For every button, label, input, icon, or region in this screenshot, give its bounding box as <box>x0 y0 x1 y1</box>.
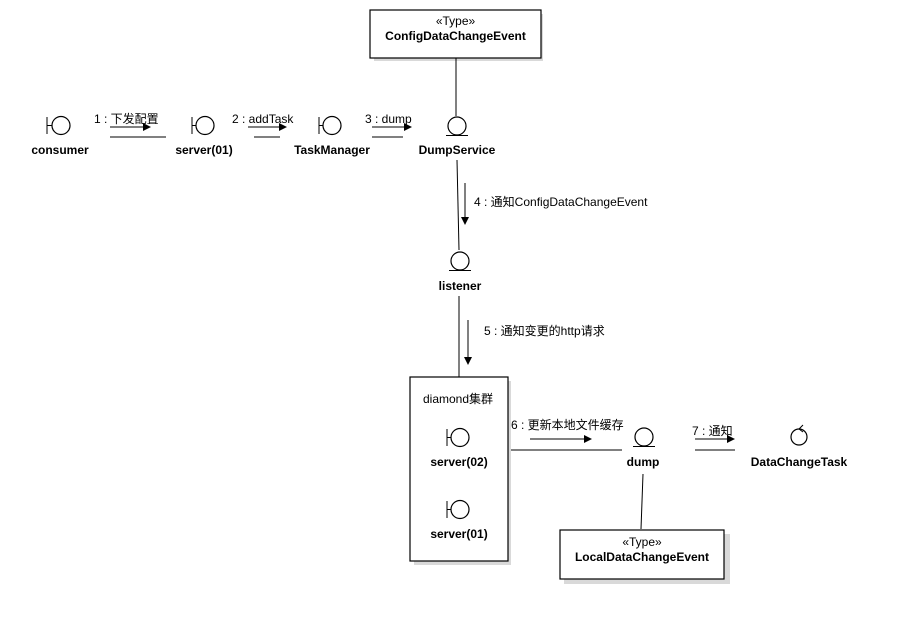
link-line <box>456 159 460 251</box>
message-6[interactable]: 6 : 更新本地文件缓存 <box>511 417 624 451</box>
taskmanager-node[interactable]: TaskManager <box>294 115 370 158</box>
consumer-label: consumer <box>31 143 89 157</box>
consumer-node[interactable]: consumer <box>31 115 89 158</box>
type-box-stereotype: «Type» <box>622 535 662 549</box>
server01-top-node[interactable]: server(01) <box>175 115 233 158</box>
message-5[interactable]: 5 : 通知变更的http请求 <box>464 320 605 365</box>
boundary-icon <box>46 115 71 136</box>
message-3[interactable]: 3 : dump <box>365 112 412 138</box>
message-2[interactable]: 2 : addTask <box>232 112 294 138</box>
type-box-stereotype: «Type» <box>436 14 476 28</box>
entity-icon <box>446 116 468 136</box>
dump-node[interactable]: dump <box>627 427 660 469</box>
message-6-label: 6 : 更新本地文件缓存 <box>511 417 624 432</box>
diamond-cluster[interactable]: diamond集群 server(02) server(01) <box>409 376 511 565</box>
boundary-icon <box>446 499 470 520</box>
dumpservice-label: DumpService <box>419 143 496 157</box>
message-4[interactable]: 4 : 通知ConfigDataChangeEvent <box>461 183 648 225</box>
type-box-name: LocalDataChangeEvent <box>575 550 709 564</box>
listener-node[interactable]: listener <box>439 251 482 293</box>
entity-icon <box>449 251 471 271</box>
dumpservice-node[interactable]: DumpService <box>419 116 496 157</box>
server01-top-label: server(01) <box>175 143 232 157</box>
boundary-icon <box>191 115 215 136</box>
server01-bottom-node[interactable]: server(01) <box>430 499 488 542</box>
message-7-label: 7 : 通知 <box>692 424 733 438</box>
datachangetask-node[interactable]: DataChangeTask <box>751 424 848 469</box>
entity-icon <box>633 427 655 447</box>
message-3-label: 3 : dump <box>365 112 412 126</box>
type-box-config-data-change-event[interactable]: «Type» ConfigDataChangeEvent <box>369 9 543 61</box>
server02-label: server(02) <box>430 455 487 469</box>
listener-label: listener <box>439 279 482 293</box>
type-box-local-data-change-event[interactable]: «Type» LocalDataChangeEvent <box>559 529 730 584</box>
association-line <box>640 473 644 530</box>
message-1[interactable]: 1 : 下发配置 <box>94 111 166 138</box>
datachangetask-label: DataChangeTask <box>751 455 848 469</box>
message-7[interactable]: 7 : 通知 <box>692 424 735 451</box>
taskmanager-label: TaskManager <box>294 143 370 157</box>
control-icon <box>790 424 808 446</box>
type-box-name: ConfigDataChangeEvent <box>385 29 526 43</box>
server01-bottom-label: server(01) <box>430 527 487 541</box>
message-5-label: 5 : 通知变更的http请求 <box>484 323 605 338</box>
message-1-label: 1 : 下发配置 <box>94 111 159 126</box>
message-4-label: 4 : 通知ConfigDataChangeEvent <box>474 195 648 209</box>
boundary-icon <box>318 115 342 136</box>
cluster-label: diamond集群 <box>423 391 493 406</box>
server02-node[interactable]: server(02) <box>430 427 488 470</box>
boundary-icon <box>446 427 470 448</box>
dump-label: dump <box>627 455 660 469</box>
message-2-label: 2 : addTask <box>232 112 294 126</box>
